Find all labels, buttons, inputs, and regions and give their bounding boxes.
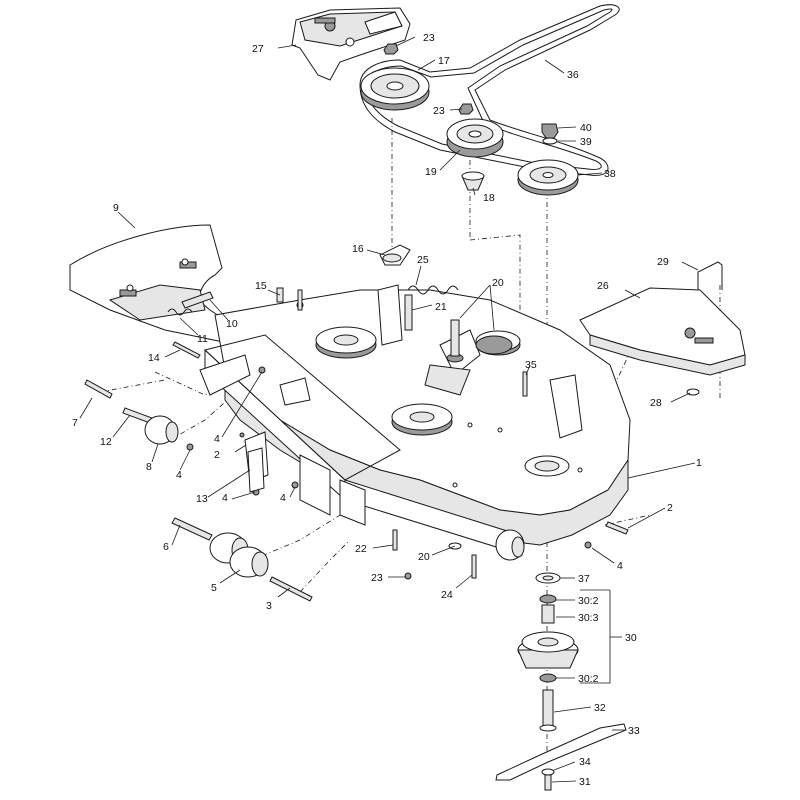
pin-part-10 bbox=[181, 291, 214, 309]
callout-23: 23 bbox=[423, 32, 435, 44]
callout-19: 19 bbox=[425, 166, 437, 178]
callout-37: 37 bbox=[578, 573, 590, 585]
callout-27: 27 bbox=[252, 43, 264, 55]
callout-15: 15 bbox=[255, 280, 267, 292]
spindle-shaft-part-32 bbox=[539, 689, 557, 732]
washer-bolt-parts-31-34 bbox=[541, 768, 555, 791]
mower-deck-part-1 bbox=[199, 284, 631, 556]
callout-28: 28 bbox=[650, 397, 662, 409]
callout-leaders bbox=[79, 36, 699, 783]
callout-20: 20 bbox=[418, 551, 430, 563]
blade-part-33 bbox=[495, 723, 627, 781]
callout-30-2: 30:2 bbox=[578, 673, 599, 685]
idler-pulley-part-19 bbox=[446, 118, 504, 158]
nut-washer-parts-39-40 bbox=[541, 123, 559, 145]
pulley-part-17 bbox=[360, 67, 430, 111]
callout-26: 26 bbox=[597, 280, 609, 292]
u-bolt-part-29 bbox=[697, 261, 723, 290]
callout-30: 30 bbox=[625, 632, 637, 644]
callout-40: 40 bbox=[580, 122, 592, 134]
belt-cover-part-27 bbox=[291, 7, 411, 81]
spindle-assembly-part-30 bbox=[517, 572, 579, 683]
callout-34: 34 bbox=[579, 756, 591, 768]
bracket-part-13 bbox=[247, 447, 265, 493]
callout-33: 33 bbox=[628, 725, 640, 737]
callout-5: 5 bbox=[211, 582, 217, 594]
callout-36: 36 bbox=[567, 69, 579, 81]
cone-spacer-part-18 bbox=[461, 171, 485, 191]
callout-2: 2 bbox=[667, 502, 673, 514]
pulley-part-38 bbox=[517, 159, 579, 196]
callout-12: 12 bbox=[100, 436, 112, 448]
axle-bolts-parts-7-12 bbox=[84, 287, 303, 424]
spring-part-11 bbox=[167, 308, 193, 316]
belt-cover-part-26 bbox=[579, 287, 746, 376]
callout-38: 38 bbox=[604, 168, 616, 180]
callout-35: 35 bbox=[525, 359, 537, 371]
callout-10: 10 bbox=[226, 318, 238, 330]
callout-23: 23 bbox=[433, 105, 445, 117]
callout-2: 2 bbox=[214, 449, 220, 461]
callout-9: 9 bbox=[113, 202, 119, 214]
bolts-parts-22-24 bbox=[392, 371, 528, 580]
bolt-part-21 bbox=[404, 294, 413, 331]
callout-3: 3 bbox=[266, 600, 272, 612]
callout-17: 17 bbox=[438, 55, 450, 67]
callout-20: 20 bbox=[492, 277, 504, 289]
bolt-part-2 bbox=[605, 521, 629, 535]
idler-bracket-part-16 bbox=[379, 244, 411, 266]
callout-4: 4 bbox=[280, 492, 286, 504]
callout-31: 31 bbox=[579, 776, 591, 788]
callout-22: 22 bbox=[355, 543, 367, 555]
callout-24: 24 bbox=[441, 589, 453, 601]
callout-18: 18 bbox=[483, 192, 495, 204]
callout-8: 8 bbox=[146, 461, 152, 473]
drive-belt-part-36 bbox=[359, 4, 620, 176]
axle-part-3 bbox=[269, 576, 313, 602]
callout-32: 32 bbox=[594, 702, 606, 714]
callout-30-3: 30:3 bbox=[578, 612, 599, 624]
spring-part-25 bbox=[407, 285, 459, 295]
callout-16: 16 bbox=[352, 243, 364, 255]
callout-25: 25 bbox=[417, 254, 429, 266]
callout-11: 11 bbox=[197, 333, 208, 345]
callout-7: 7 bbox=[72, 417, 78, 429]
callout-4: 4 bbox=[176, 469, 182, 481]
callout-29: 29 bbox=[657, 256, 669, 268]
callout-30-2: 30:2 bbox=[578, 595, 599, 607]
axle-part-6 bbox=[171, 517, 213, 541]
callout-4: 4 bbox=[617, 560, 623, 572]
callout-23: 23 bbox=[371, 572, 383, 584]
caster-wheel-part-8 bbox=[144, 415, 179, 445]
caster-wheels-part-5 bbox=[209, 529, 525, 578]
callout-21: 21 bbox=[435, 301, 447, 313]
callout-4: 4 bbox=[214, 433, 220, 445]
callout-1: 1 bbox=[696, 457, 702, 469]
callout-39: 39 bbox=[580, 136, 592, 148]
washer-part-28 bbox=[686, 388, 700, 396]
callout-labels: 1 2 2 3 4 4 4 4 4 5 6 7 8 9 10 11 12 13 … bbox=[72, 32, 702, 788]
nut-part-23 bbox=[383, 43, 474, 115]
idler-pulley-part-20 bbox=[446, 319, 513, 363]
callout-14: 14 bbox=[148, 352, 160, 364]
callout-6: 6 bbox=[163, 541, 169, 553]
callout-13: 13 bbox=[196, 493, 208, 505]
discharge-shield-part-9 bbox=[69, 224, 241, 346]
callout-4: 4 bbox=[222, 492, 228, 504]
